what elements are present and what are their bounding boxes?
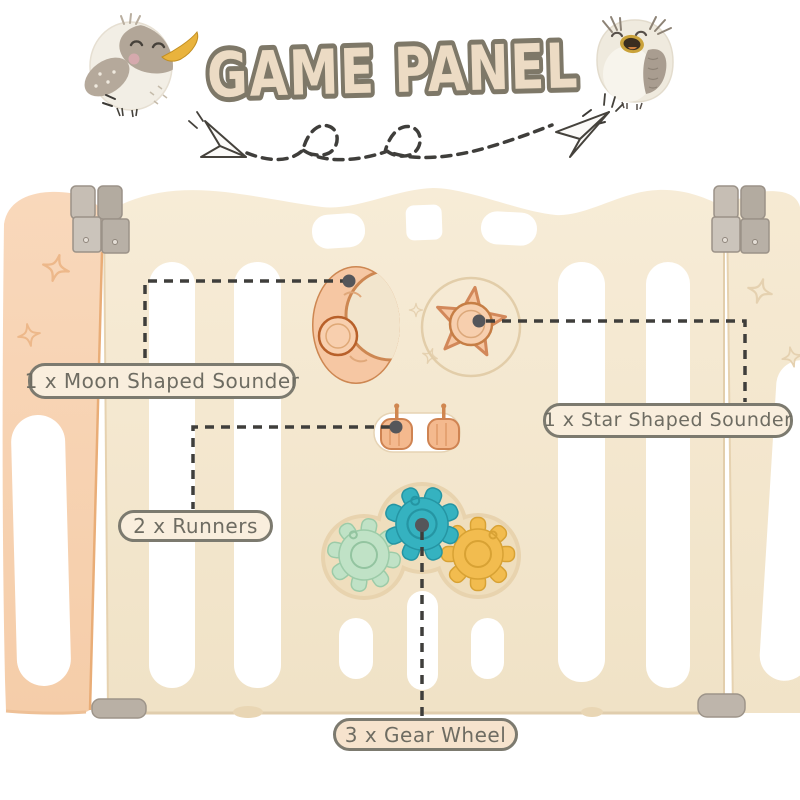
owl-eye-left: [610, 31, 624, 38]
moon-emboss-arc: [349, 355, 368, 363]
slot-short: [407, 591, 438, 690]
hinge-foot: [91, 698, 147, 719]
hinge-screw: [112, 239, 118, 245]
bird-eye-right: [151, 42, 166, 49]
panel-foot: [581, 707, 603, 717]
slot-oval: [339, 618, 373, 679]
runner-anchor-dot: [389, 420, 403, 434]
owl-wing: [643, 49, 667, 94]
runner-pin: [395, 406, 399, 420]
right-hinge: [711, 185, 770, 254]
dashed-swirl-arrow: [245, 123, 554, 162]
pink-panel-edge: [88, 251, 104, 711]
slot: [558, 262, 605, 682]
bird-feet: [116, 107, 138, 118]
embossed-sparkles: [17, 254, 800, 368]
bird-cheek: [128, 53, 140, 65]
wing-speckles: [94, 70, 116, 88]
left-hinge: [70, 185, 130, 254]
moon-emboss-arc: [343, 291, 362, 298]
owl-beak: [620, 34, 644, 54]
right-panel-edge: [726, 206, 734, 714]
right-panel-slot: [759, 360, 800, 681]
top-hole-square: [405, 204, 443, 241]
hinge-foot: [697, 693, 746, 718]
cream-panel-left-edge: [103, 213, 109, 714]
star-sound-button: [448, 301, 494, 347]
bird-eye-left: [129, 40, 144, 47]
owl-belly: [603, 46, 653, 102]
left-paper-plane-icon: [188, 111, 247, 158]
star-sounder-toy: [420, 276, 522, 378]
gear-anchor-dot: [415, 518, 429, 532]
pink-panel-bottom-shadow: [5, 709, 87, 715]
slot: [646, 262, 690, 688]
callout-runners: 2 x Runners: [118, 510, 273, 542]
right-paper-plane-icon: [555, 93, 624, 158]
hinge-screw: [752, 239, 758, 245]
hinge-screw: [722, 237, 728, 243]
callout-star-sounder: 1 x Star Shaped Sounder: [543, 403, 793, 438]
star-orbit-emboss: [420, 276, 522, 378]
green-gear: [327, 518, 401, 592]
motion-ticks: [188, 111, 204, 129]
right-owl-icon: [582, 16, 674, 125]
top-hole-left: [311, 213, 366, 249]
callout-gear-wheel: 3 x Gear Wheel: [333, 718, 518, 751]
bird-beak: [161, 30, 199, 62]
motion-ticks: [603, 93, 624, 112]
star-callout-line: [486, 319, 747, 402]
motion-ticks: [102, 94, 116, 107]
slot: [234, 262, 281, 688]
moon-anchor-dot: [342, 274, 356, 288]
callout-moon-sounder: 1 x Moon Shaped Sounder: [25, 363, 299, 399]
slot: [149, 262, 195, 688]
runner-bead: [427, 418, 460, 450]
moon-callout-line: [143, 279, 349, 362]
hinge-screw: [83, 237, 89, 243]
pink-panel-slot: [11, 415, 71, 686]
callout-lines: [143, 274, 747, 717]
moon-sound-button: [317, 315, 359, 357]
owl-eye-right: [634, 30, 648, 37]
owl-feet: [621, 101, 643, 110]
owl-ear-tufts: [602, 16, 672, 35]
chest-speckles: [149, 85, 168, 105]
page-title: GAME PANEL: [206, 29, 580, 112]
moon-button-ring: [325, 323, 351, 349]
panel-feet: [91, 693, 746, 719]
panel-foot: [233, 706, 263, 718]
top-hole-right: [480, 211, 537, 246]
wing-scallops: [647, 57, 659, 89]
teal-gear: [385, 487, 459, 561]
slot-oval: [471, 618, 504, 679]
moon-sounder-toy: [312, 266, 400, 384]
star-anchor-dot: [472, 314, 486, 328]
runner-pin: [442, 406, 446, 420]
runners-callout-line: [191, 425, 390, 509]
left-bird-icon: [84, 13, 199, 118]
